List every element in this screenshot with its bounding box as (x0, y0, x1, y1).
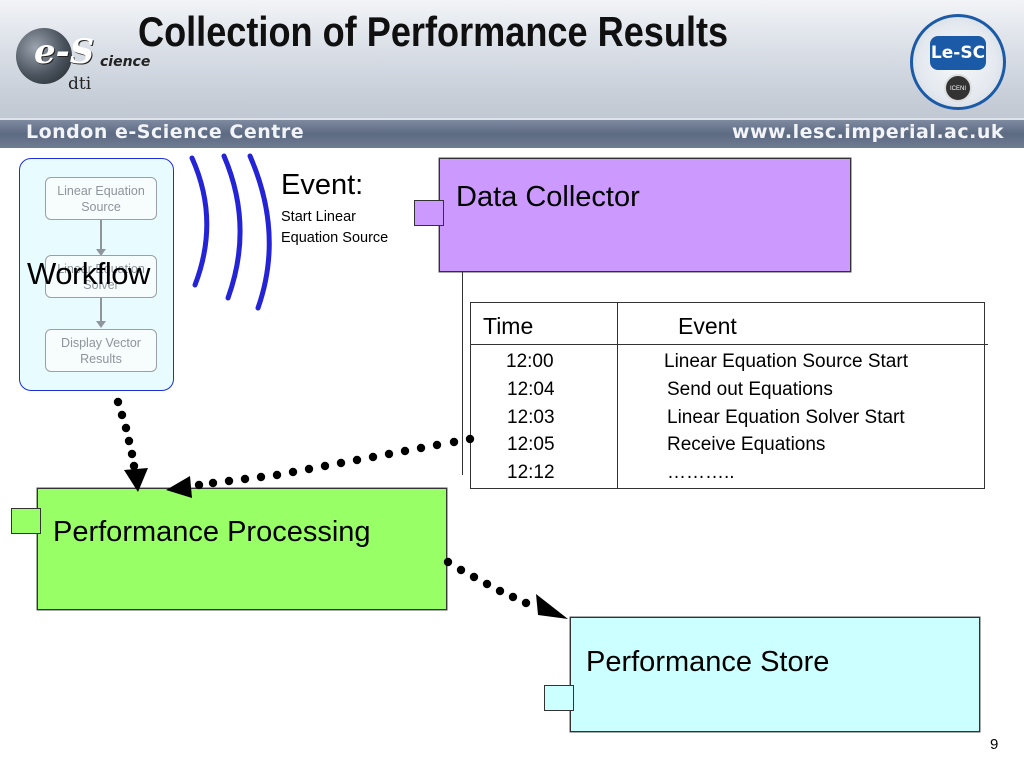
escience-logo-mark: e-S (34, 32, 95, 72)
arrow-dot (482, 579, 492, 589)
arrowhead-icon (536, 594, 568, 619)
arrow-dot (208, 478, 218, 488)
arrowhead-icon (124, 468, 148, 492)
arrow-dot (469, 572, 479, 582)
table-cell-time: 12:12 (507, 462, 555, 483)
arrow-dot (288, 467, 298, 477)
performance-processing-body (37, 488, 447, 610)
wave-arc (221, 153, 243, 301)
table-cell-event: Send out Equations (667, 379, 833, 400)
event-description-line: Equation Source (281, 230, 389, 246)
banner-strip (0, 118, 1024, 148)
lesc-url-label: www.lesc.imperial.ac.uk (731, 121, 1004, 143)
arrow-dot (256, 472, 266, 482)
arrow-dot (416, 443, 426, 453)
arrow-dot (124, 436, 134, 446)
wave-arc (189, 155, 210, 288)
workflow-node-source: Linear Equation Source (45, 177, 157, 220)
arrow-dot (304, 464, 314, 474)
arrow-dot (456, 565, 466, 575)
arrow-dot (320, 461, 330, 471)
event-table: Time Event 12:00 Linear Equation Source … (470, 302, 988, 489)
workflow-label: Workflow (27, 256, 150, 291)
event-description: Start Linear Equation Source (281, 207, 388, 249)
iceni-badge-icon: ICENI (944, 74, 972, 102)
escience-dti-logo: e-S cience dti (16, 24, 150, 94)
arrow-dot (521, 598, 531, 608)
arrow-dot (240, 474, 250, 484)
arrow-dot (508, 592, 518, 602)
arrow-dot (336, 458, 346, 468)
page-title: Collection of Performance Results (138, 8, 729, 55)
arrow-dot (224, 476, 234, 486)
table-cell-time: 12:05 (507, 434, 555, 455)
table-cell-time: 12:03 (507, 407, 555, 428)
table-cell-time: 12:04 (507, 379, 555, 400)
table-cell-event: Linear Equation Solver Start (667, 407, 905, 428)
arrow-dot (443, 557, 453, 567)
performance-store-label: Performance Store (586, 646, 830, 678)
arrow-dot (113, 397, 123, 407)
performance-processing-port (11, 508, 41, 534)
data-collector-body (439, 158, 851, 272)
page-number: 9 (990, 736, 999, 753)
workflow-panel: Linear Equation Source Linear Equation S… (19, 158, 174, 391)
arrow-dot (129, 461, 139, 471)
data-collector-port (414, 200, 444, 226)
lesc-strip-label: London e-Science Centre (26, 121, 305, 143)
escience-logo-suffix: cience (100, 54, 151, 70)
dti-logo-text: dti (68, 74, 92, 94)
performance-processing-label: Performance Processing (53, 516, 371, 548)
globe-icon (16, 28, 72, 84)
event-description-line: Start Linear (281, 209, 356, 225)
workflow-arrowhead-icon (96, 249, 106, 256)
workflow-connector (100, 220, 102, 250)
wave-arc (247, 153, 272, 311)
arrow-dot (352, 455, 362, 465)
table-header-time: Time (483, 313, 534, 339)
workflow-connector (100, 298, 102, 322)
arrow-dot (449, 437, 459, 447)
data-collector-label: Data Collector (456, 181, 640, 213)
header-banner (0, 0, 1024, 148)
table-cell-time: 12:00 (506, 351, 554, 372)
arrow-dot (432, 440, 442, 450)
workflow-node-display: Display Vector Results (45, 329, 157, 372)
table-header-divider (471, 344, 988, 345)
workflow-arrowhead-icon (96, 321, 106, 328)
arrow-dot (194, 480, 204, 490)
table-cell-event: ……….. (667, 462, 735, 483)
arrowhead-icon (166, 476, 192, 498)
performance-store-body (570, 617, 980, 732)
performance-store-port (544, 685, 574, 711)
table-cell-event: Receive Equations (667, 434, 826, 455)
arrow-dot (465, 434, 475, 444)
arrow-dot (117, 410, 127, 420)
arrow-dot (384, 449, 394, 459)
lesc-logo-mark: Le-SC (930, 36, 986, 70)
table-cell-event: Linear Equation Source Start (664, 351, 908, 372)
event-title: Event: (281, 169, 364, 201)
arrow-dot (400, 446, 410, 456)
arrow-dot (127, 449, 137, 459)
table-header-event: Event (678, 313, 737, 339)
lesc-logo: Le-SC ICENI (910, 14, 1010, 114)
arrow-dot (272, 470, 282, 480)
event-wave-icon (189, 153, 272, 311)
arrow-dot (368, 452, 378, 462)
collector-table-connector (462, 272, 463, 475)
arrow-dot (495, 586, 505, 596)
arrow-dot (121, 423, 131, 433)
workflow-node-solver: Linear Equation Solver (45, 255, 157, 298)
table-column-divider (617, 303, 618, 488)
